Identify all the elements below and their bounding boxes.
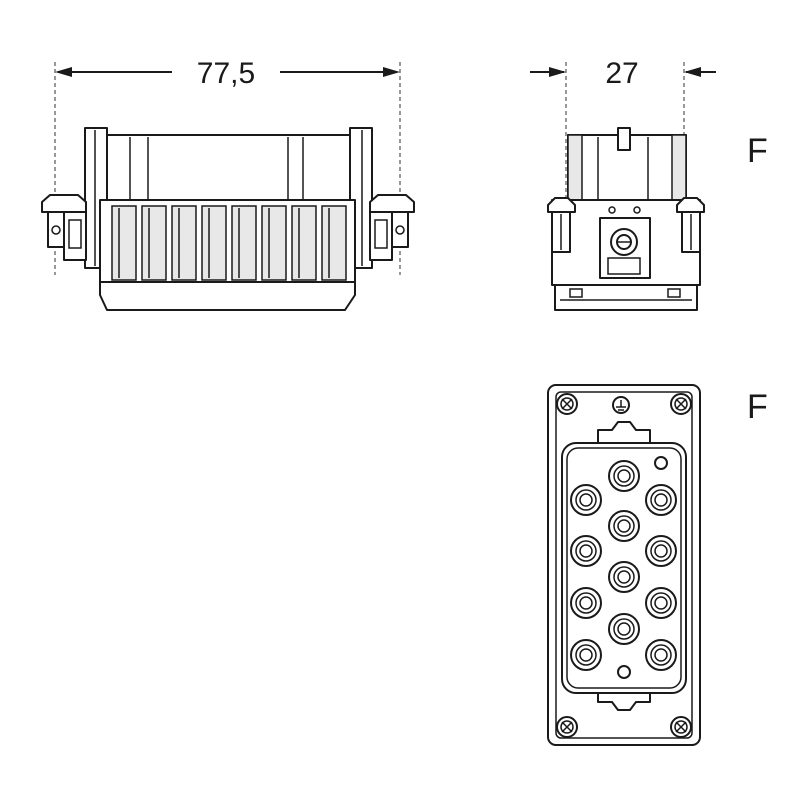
front-view: 77,5 xyxy=(41,57,415,311)
corner-screw-icons xyxy=(556,393,692,738)
side-view-label: F xyxy=(747,132,768,170)
earth-screw-terminal xyxy=(599,206,651,279)
side-view: 27 F xyxy=(530,57,768,311)
bottom-base xyxy=(99,281,356,311)
width-dimension-line xyxy=(55,67,400,77)
contact-hole xyxy=(608,561,640,593)
contact-holes xyxy=(570,460,677,671)
depth-dimension-label: 27 xyxy=(605,57,638,90)
top-hood xyxy=(104,134,351,206)
contact-hole xyxy=(570,587,602,619)
contact-hole xyxy=(570,535,602,567)
left-mounting-flange xyxy=(41,194,87,261)
face-view-label: F xyxy=(747,388,768,426)
contact-chamber-ribs xyxy=(111,205,347,281)
screw-icon xyxy=(556,393,578,415)
contact-hole xyxy=(645,484,677,516)
width-dimension-label: 77,5 xyxy=(197,57,255,90)
screw-icon xyxy=(670,393,692,415)
contact-hole xyxy=(645,535,677,567)
right-mounting-flange xyxy=(369,194,415,261)
face-view: F xyxy=(547,384,768,746)
contact-hole xyxy=(570,639,602,671)
contact-hole xyxy=(645,587,677,619)
contact-hole xyxy=(645,639,677,671)
earth-symbol-icon xyxy=(612,396,630,414)
contact-hole xyxy=(608,613,640,645)
screw-icon xyxy=(556,716,578,738)
contact-hole xyxy=(608,510,640,542)
coding-dot xyxy=(617,665,631,679)
depth-dimension-arrows xyxy=(530,67,716,77)
screw-icon xyxy=(670,716,692,738)
coding-dot xyxy=(654,456,668,470)
contact-hole xyxy=(570,484,602,516)
contact-hole xyxy=(608,460,640,492)
